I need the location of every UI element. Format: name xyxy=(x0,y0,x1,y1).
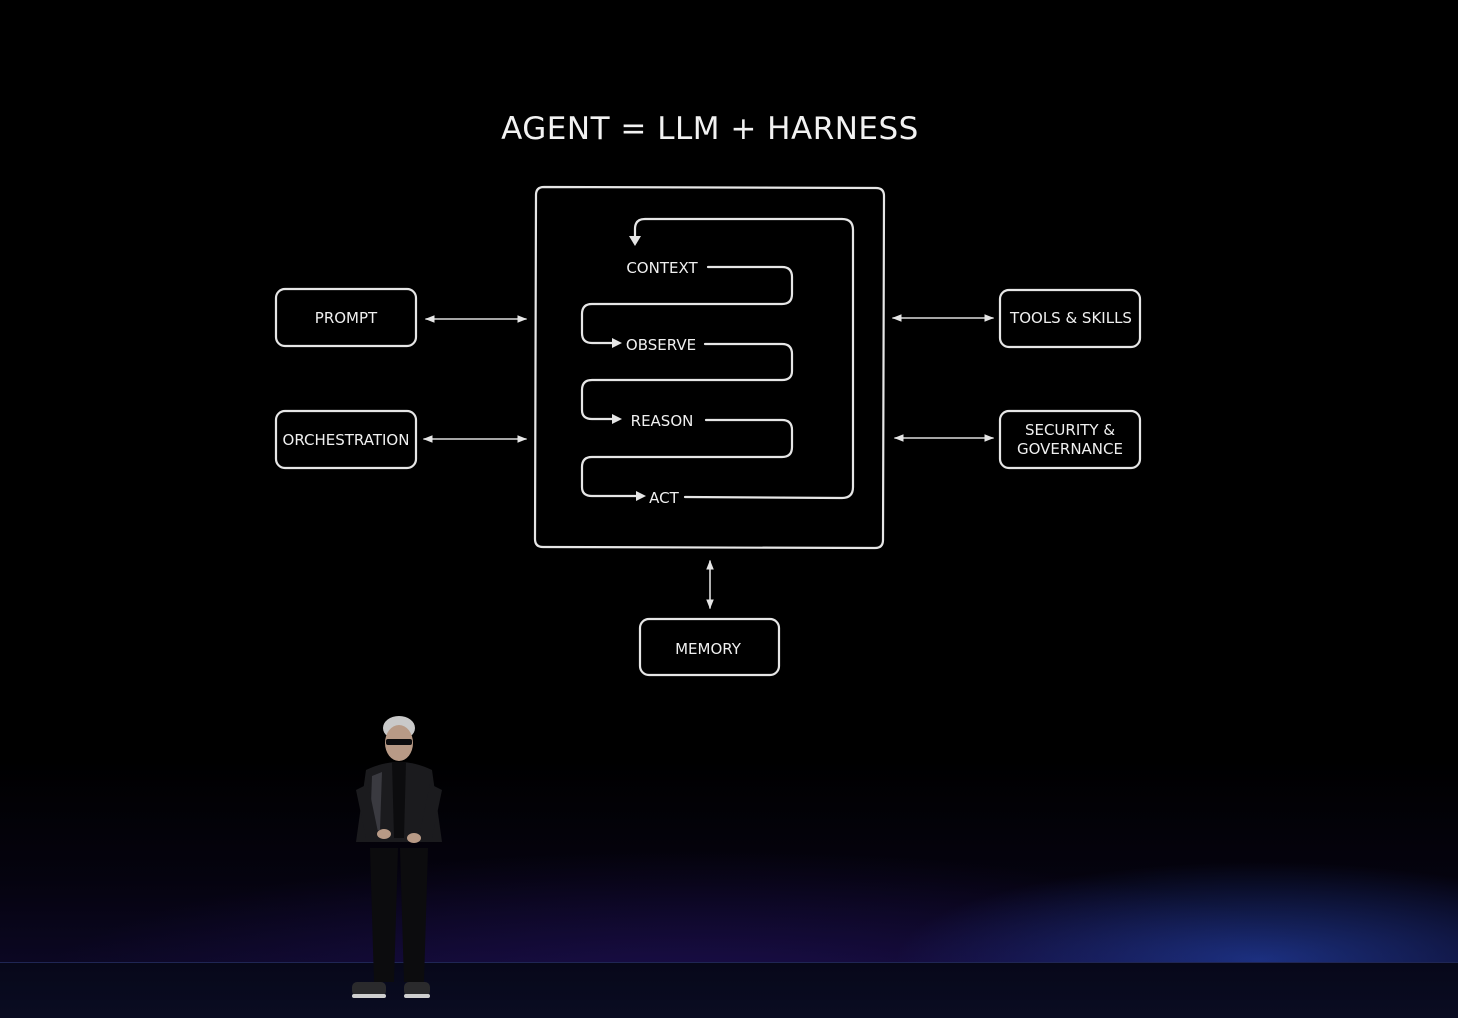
prompt-node xyxy=(274,287,418,348)
harness-box xyxy=(533,185,886,550)
security-label-line2: GOVERNANCE xyxy=(1017,440,1123,458)
loop-return-arrowhead xyxy=(629,236,641,246)
tools-skills-label: TOOLS & SKILLS xyxy=(1009,309,1132,327)
presenter-figure xyxy=(352,716,442,998)
diagram-title: AGENT = LLM + HARNESS xyxy=(501,111,919,147)
memory-node xyxy=(638,617,781,677)
reason-to-act-path xyxy=(580,418,794,498)
loop-step-act: ACT xyxy=(649,489,679,507)
context-to-observe-path xyxy=(580,265,794,345)
memory-label: MEMORY xyxy=(675,640,742,658)
security-governance-node xyxy=(998,409,1142,470)
loop-step-reason: REASON xyxy=(631,412,694,430)
loop-return-path xyxy=(633,217,855,500)
act-arrowhead xyxy=(636,491,646,501)
tools-skills-node xyxy=(998,288,1142,349)
orchestration-node xyxy=(274,409,418,470)
prompt-label: PROMPT xyxy=(315,309,378,327)
orchestration-label: ORCHESTRATION xyxy=(283,431,410,449)
loop-step-context: CONTEXT xyxy=(626,259,698,277)
observe-to-reason-path xyxy=(580,342,794,421)
observe-arrowhead xyxy=(612,338,622,348)
stage-floor xyxy=(0,962,1458,1018)
reason-arrowhead xyxy=(612,414,622,424)
security-label-line1: SECURITY & xyxy=(1025,421,1115,439)
loop-step-observe: OBSERVE xyxy=(626,336,696,354)
